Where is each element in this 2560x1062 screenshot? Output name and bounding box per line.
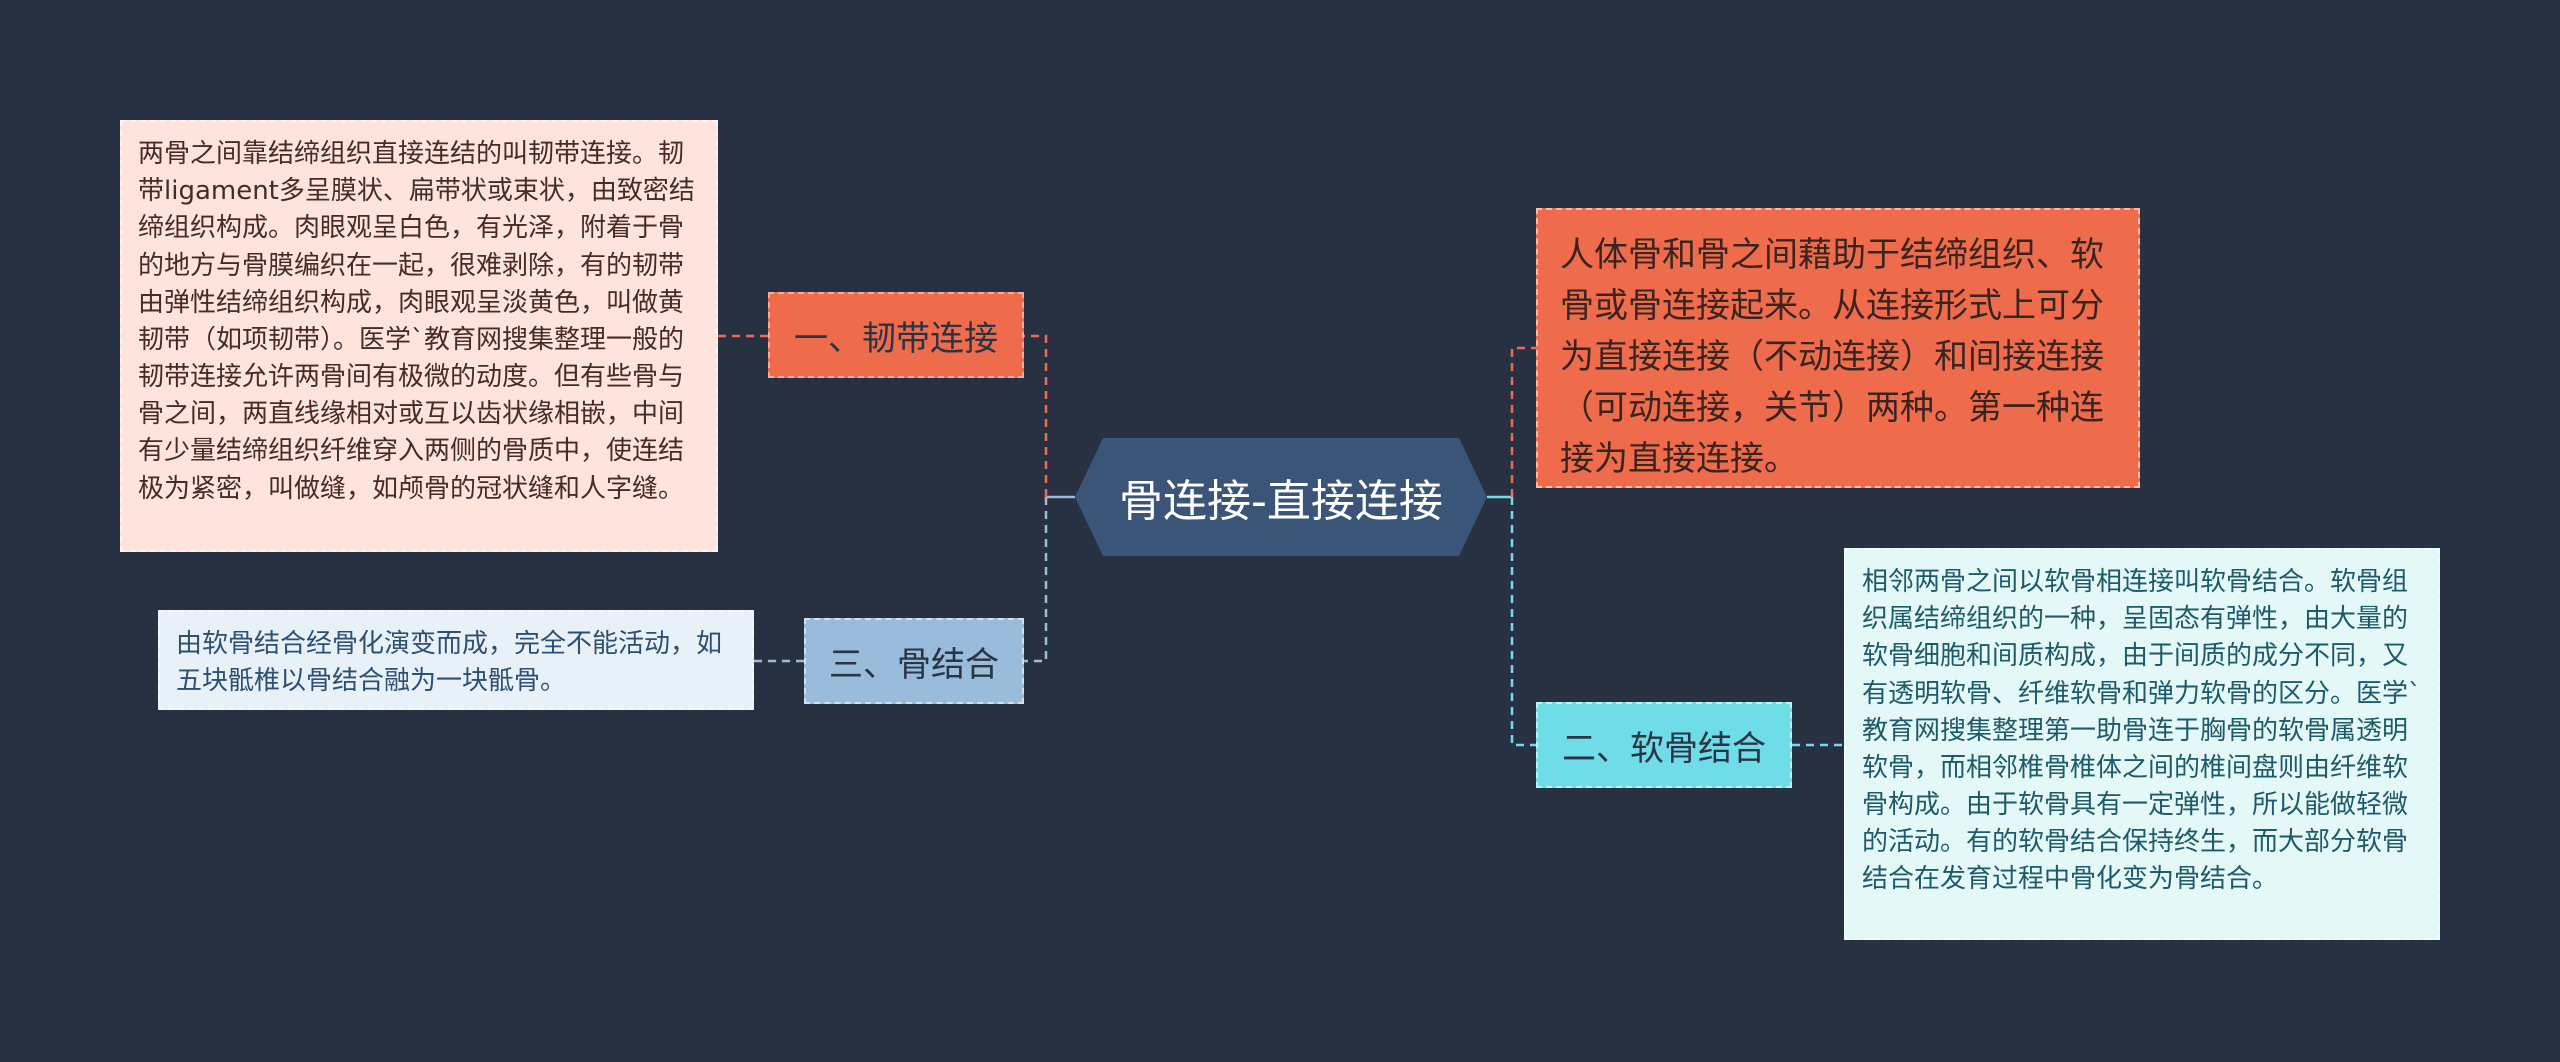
connector-trunk-cartilage [1510, 497, 1536, 747]
detail-bone-fusion[interactable]: 由软骨结合经骨化演变而成，完全不能活动，如五块骶椎以骨结合融为一块骶骨。 [158, 610, 754, 710]
intro-node[interactable]: 人体骨和骨之间藉助于结缔组织、软骨或骨连接起来。从连接形式上可分为直接连接（不动… [1536, 208, 2140, 488]
branch-ligament-connection[interactable]: 一、韧带连接 [768, 292, 1024, 378]
central-topic[interactable]: 骨连接-直接连接 [1075, 438, 1487, 556]
branch-label: 二、软骨结合 [1562, 728, 1766, 769]
detail-ligament-connection[interactable]: 两骨之间靠结缔组织直接连结的叫韧带连接。韧带ligament多呈膜状、扁带状或束… [120, 120, 718, 552]
connector-trunk-bone [1024, 497, 1048, 663]
branch-label: 一、韧带连接 [794, 318, 998, 359]
detail-text: 相邻两骨之间以软骨相连接叫软骨结合。软骨组织属结缔组织的一种，呈固态有弹性，由大… [1862, 567, 2422, 895]
detail-text: 由软骨结合经骨化演变而成，完全不能活动，如五块骶椎以骨结合融为一块骶骨。 [176, 629, 723, 697]
detail-text: 两骨之间靠结缔组织直接连结的叫韧带连接。韧带ligament多呈膜状、扁带状或束… [138, 139, 695, 504]
branch-cartilage-joint[interactable]: 二、软骨结合 [1536, 702, 1792, 788]
intro-text: 人体骨和骨之间藉助于结缔组织、软骨或骨连接起来。从连接形式上可分为直接连接（不动… [1560, 235, 2104, 479]
branch-label: 三、骨结合 [829, 644, 999, 685]
detail-cartilage-joint[interactable]: 相邻两骨之间以软骨相连接叫软骨结合。软骨组织属结缔组织的一种，呈固态有弹性，由大… [1844, 548, 2440, 940]
connector-trunk-ligament [1024, 334, 1048, 497]
branch-bone-fusion[interactable]: 三、骨结合 [804, 618, 1024, 704]
connector-trunk-intro [1510, 346, 1536, 497]
central-topic-label: 骨连接-直接连接 [1119, 476, 1443, 527]
